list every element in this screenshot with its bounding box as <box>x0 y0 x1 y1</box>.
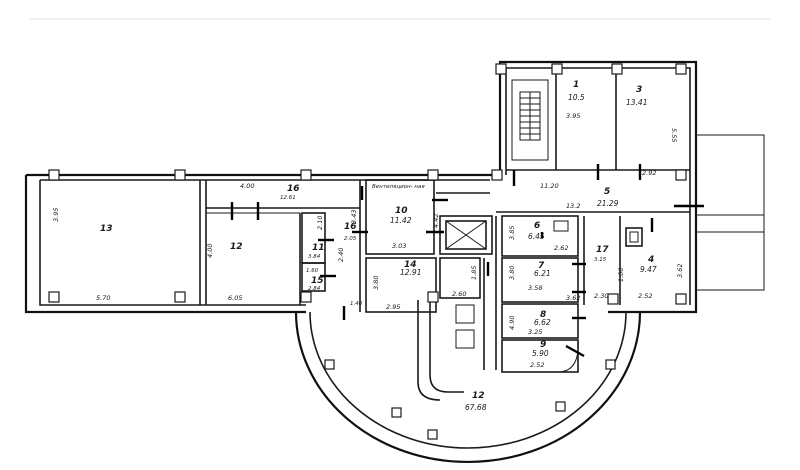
room-17-number: 17 <box>596 245 609 255</box>
dim-label: 13.2 <box>566 202 580 210</box>
dim-label: 2.52 <box>638 292 652 300</box>
dim-label: 4.90 <box>508 316 516 330</box>
interior-walls <box>199 68 690 401</box>
dim-label: 2.40 <box>337 248 345 262</box>
room-5-area: 21.29 <box>597 199 619 208</box>
room-6-number: 6 <box>534 221 540 231</box>
room-3-area: 13.41 <box>626 98 647 107</box>
room-16-number: 16 <box>287 184 300 194</box>
dim-label: 3.25 <box>528 328 542 336</box>
dim-label: 3.80 <box>508 266 516 280</box>
dim-label: 3.80 <box>372 276 380 290</box>
door-marks <box>230 164 704 358</box>
dim-label: 3.58 <box>528 284 542 292</box>
room-9-area: 5.90 <box>532 349 549 358</box>
dim-label: 3.03 <box>392 242 406 250</box>
room-1-number: 1 <box>573 80 579 90</box>
room-15-number: 15 <box>311 276 324 286</box>
room-13-number: 13 <box>100 224 113 234</box>
room-14-area: 12.91 <box>400 268 421 277</box>
room-11-number: 11 <box>312 243 325 253</box>
dim-label: 2.92 <box>642 169 656 177</box>
dim-label: 5.55 <box>670 128 678 142</box>
dim-label: 2.62 <box>554 244 568 252</box>
room-17-area: 3.15 <box>594 257 607 263</box>
dim-label: 2.60 <box>452 290 466 298</box>
room-8-area: 6.62 <box>534 318 551 327</box>
room-6-area: 6.45 <box>528 232 545 241</box>
room-10-note: Вентиляцион- ная <box>372 184 425 190</box>
dim-label: 4.00 <box>240 182 254 190</box>
room-10-number: 10 <box>395 206 408 216</box>
dim-label: 2.10 <box>316 216 324 230</box>
dim-label: 3.95 <box>52 208 60 222</box>
room-16b-area: 2.05 <box>344 236 357 242</box>
room-12b-number: 12 <box>230 242 243 252</box>
room-labels: 1 10.5 3 13.41 5 21.29 4 9.47 6 6.45 7 6… <box>100 80 657 412</box>
pillars <box>48 63 687 440</box>
room-5-number: 5 <box>604 187 610 197</box>
dim-label: 1.60 <box>306 268 319 274</box>
room-8-number: 8 <box>540 310 546 320</box>
room-1-area: 10.5 <box>568 93 585 102</box>
staircase <box>520 92 540 140</box>
dim-label: 3.62 <box>676 264 684 278</box>
room-12-number: 12 <box>472 391 485 401</box>
room-4-area: 9.47 <box>640 265 657 274</box>
dim-label: 3.85 <box>508 226 516 240</box>
room-4-number: 4 <box>647 255 654 265</box>
room-7-area: 6.21 <box>534 269 551 278</box>
dim-label: 3.95 <box>566 112 580 120</box>
room-10-area: 11.42 <box>390 216 412 225</box>
dim-label: 11.20 <box>540 182 559 190</box>
dim-label: 2.95 <box>386 303 400 311</box>
room-14-number: 14 <box>404 260 417 270</box>
room-11-area: 3.84 <box>308 254 321 260</box>
dim-label: 3.43 <box>350 210 358 224</box>
dim-label: 2.52 <box>530 361 544 369</box>
dim-label: 4.00 <box>206 244 214 258</box>
dim-label: 3.62 <box>566 294 580 302</box>
dim-label: 1.40 <box>350 301 363 307</box>
dim-label: 1.85 <box>470 266 478 280</box>
dim-label: 4.42 <box>432 214 440 228</box>
dimension-labels: 3.95 5.55 11.20 2.92 13.2 3.03 2.62 3.58… <box>52 112 684 369</box>
room-9-number: 9 <box>540 340 546 350</box>
room-15-area: 2.84 <box>308 286 321 292</box>
room-16b-number: 16 <box>344 222 357 232</box>
room-7-number: 7 <box>538 261 545 271</box>
room-3-number: 3 <box>636 85 642 95</box>
round-hall <box>294 311 642 464</box>
dim-label: 5.70 <box>96 294 110 302</box>
dim-label: 1.00 <box>617 268 625 282</box>
dim-label: 2.30 <box>594 292 608 300</box>
room-12-area: 67.68 <box>465 403 487 412</box>
room-16-area: 12.61 <box>280 195 296 201</box>
dim-label: 6.05 <box>228 294 242 302</box>
